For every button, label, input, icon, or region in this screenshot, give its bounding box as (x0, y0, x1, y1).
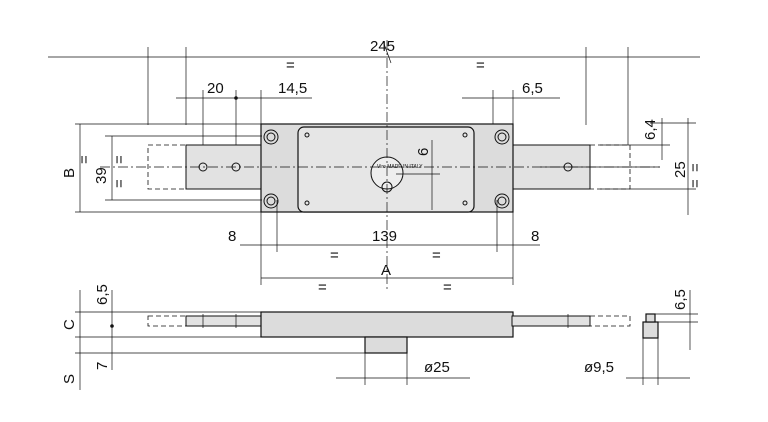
dim-eq-right-a: = (687, 163, 704, 172)
dim-eq-A-left: = (318, 279, 327, 296)
dim-vert-offset: 6,4 (642, 119, 659, 140)
dim-height-39: 39 (93, 167, 110, 184)
dim-end-65: 6,5 (672, 289, 689, 310)
dim-side-C: C (61, 319, 78, 330)
dim-right-margin: 8 (531, 228, 539, 245)
side-rod-right-dashed (589, 315, 631, 327)
dim-eq-right-b: = (687, 179, 704, 188)
dim-side-S: S (61, 374, 78, 384)
dim-left-margin: 8 (228, 228, 236, 245)
dim-hole-spacing: 20 (207, 80, 224, 97)
dim-side-top: 6,5 (94, 284, 111, 305)
side-rod-left-dashed (147, 315, 189, 327)
dim-eq-top-right: = (476, 57, 485, 74)
dot-marker (234, 96, 238, 100)
dim-eq-139-right: = (432, 247, 441, 264)
dim-overall: 245 (370, 38, 395, 55)
dim-cyl-dia: ø25 (424, 359, 450, 376)
dim-case-A: A (381, 262, 391, 279)
dim-eq-A-right: = (443, 279, 452, 296)
dim-rod-height: 25 (672, 161, 689, 178)
dim-right-offset: 6,5 (522, 80, 543, 97)
screw-set (263, 129, 510, 209)
side-rod-right (511, 315, 591, 327)
rod-end-tab (645, 313, 656, 323)
dim-body-width: 139 (372, 228, 397, 245)
dim-eq-left-a: = (76, 155, 93, 164)
side-body (260, 311, 514, 338)
dim-eq-left-c: = (111, 179, 128, 188)
cylinder-stamp: Viro MADE IN ITALY (377, 164, 423, 170)
rod-end (642, 321, 659, 339)
dim-eq-left-b: = (111, 155, 128, 164)
center-tick (382, 40, 392, 64)
dim-side-7: 7 (94, 362, 111, 370)
dim-key-offset: 6 (415, 148, 432, 156)
dot-side (110, 324, 114, 328)
side-cylinder (364, 336, 408, 354)
dim-rod-dia: ø9,5 (584, 359, 614, 376)
dim-eq-top-left: = (286, 57, 295, 74)
dim-eq-139-left: = (330, 247, 339, 264)
dim-height-B: B (61, 168, 78, 178)
side-rod-left (185, 315, 263, 327)
rod-left-dashed (147, 144, 189, 190)
dim-hole-offset: 14,5 (278, 80, 307, 97)
